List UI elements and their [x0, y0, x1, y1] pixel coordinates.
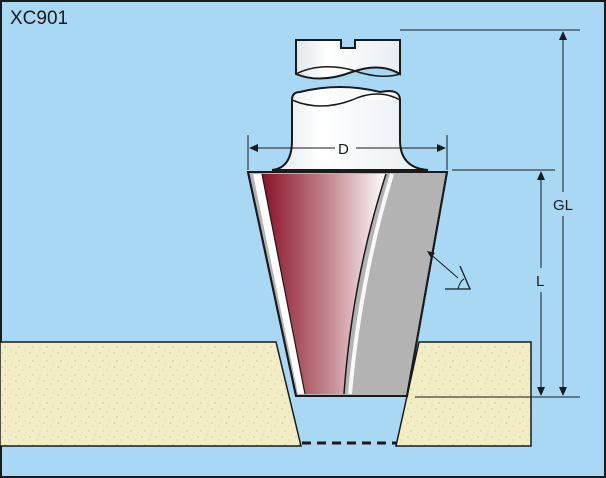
- cutter-red-face: [262, 174, 386, 394]
- workpiece-right: [395, 341, 532, 447]
- gl-arrow-top: [559, 31, 567, 40]
- shank-break-lower: [291, 93, 401, 107]
- l-arrow-bottom: [537, 387, 545, 396]
- cutter-outline: [246, 171, 449, 397]
- workpiece-left: [0, 341, 302, 447]
- shank-upper: [295, 39, 401, 80]
- gl-arrow-bottom: [559, 387, 567, 396]
- d-label: D: [338, 141, 349, 158]
- cutter-edge: [253, 174, 305, 394]
- cutter-flute-highlight: [348, 173, 394, 395]
- angle-leader: [427, 251, 459, 279]
- shank-lower: [271, 86, 429, 171]
- cutter-edge-line: [261, 173, 306, 395]
- gl-label: GL: [553, 197, 573, 214]
- diagram-title: XC901: [10, 8, 68, 29]
- d-arrow-right: [437, 144, 446, 152]
- d-arrow-left: [249, 144, 258, 152]
- angle-leader-arrow: [427, 251, 435, 258]
- cutter-flute-curve: [343, 173, 387, 395]
- l-label: L: [536, 273, 544, 290]
- l-arrow-top: [537, 171, 545, 180]
- angle-icon: [445, 265, 471, 290]
- shank-break-upper: [295, 66, 401, 77]
